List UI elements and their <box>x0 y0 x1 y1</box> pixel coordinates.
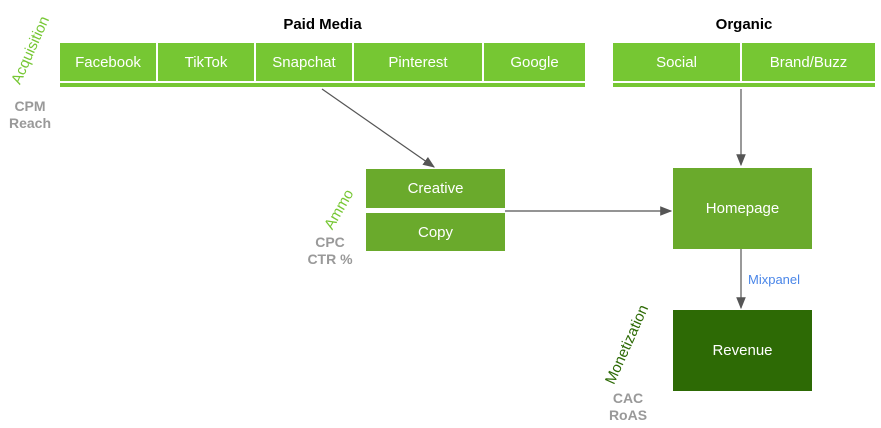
metric-ctr: CTR % <box>307 251 353 267</box>
ammo-metrics: CPC CTR % <box>302 234 358 268</box>
acquisition-metrics: CPM Reach <box>8 98 52 132</box>
channel-tiktok: TikTok <box>158 43 256 81</box>
channel-facebook: Facebook <box>60 43 158 81</box>
revenue-box: Revenue <box>673 310 812 391</box>
metric-cpm: CPM <box>14 98 46 114</box>
channel-pinterest: Pinterest <box>354 43 484 81</box>
metric-cpc: CPC <box>315 234 345 250</box>
organic-bar: Social Brand/Buzz <box>613 43 875 81</box>
organic-underline <box>613 83 875 87</box>
homepage-box: Homepage <box>673 168 812 249</box>
monetization-metrics: CAC RoAS <box>603 390 653 424</box>
channel-snapchat: Snapchat <box>256 43 354 81</box>
metric-cac: CAC <box>612 390 644 406</box>
arrow-paid-to-ammo <box>321 88 435 168</box>
mixpanel-label: Mixpanel <box>748 272 801 287</box>
paid-media-underline <box>60 83 585 87</box>
channel-google: Google <box>510 53 559 71</box>
metric-reach: Reach <box>8 115 52 131</box>
copy-box: Copy <box>366 213 505 251</box>
channel-social: Social <box>613 43 742 81</box>
metric-roas: RoAS <box>608 407 648 423</box>
organic-title: Organic <box>715 16 773 33</box>
paid-media-title: Paid Media <box>283 16 362 33</box>
channel-brand-buzz: Brand/Buzz <box>769 53 848 71</box>
paid-media-bar: Facebook TikTok Snapchat Pinterest Googl… <box>60 43 585 81</box>
creative-box: Creative <box>366 169 505 208</box>
